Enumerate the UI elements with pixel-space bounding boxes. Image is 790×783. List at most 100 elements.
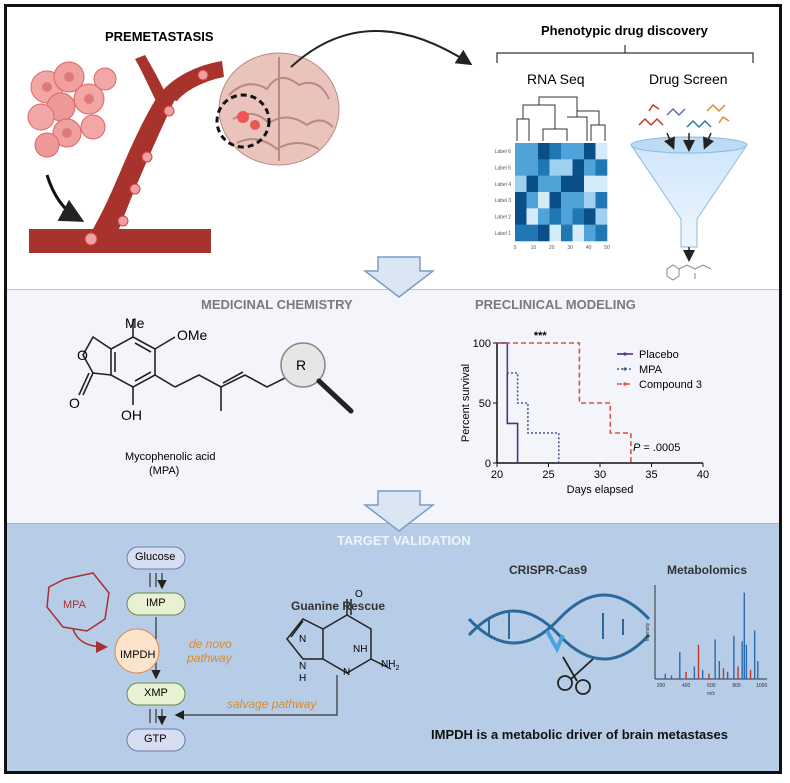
heatmap-row-label: Label 6: [495, 149, 512, 155]
heatmap-cell: [595, 208, 608, 225]
intravasation-arrow: [45, 174, 85, 222]
node-imp-label: IMP: [146, 597, 166, 609]
heatmap-cell: [572, 208, 585, 225]
heatmap-cell: [584, 224, 596, 242]
node-gtp-label: GTP: [144, 733, 167, 745]
legend-label: Compound 3: [639, 379, 702, 391]
node-xmp: [126, 682, 186, 706]
heatmap-cell: [584, 208, 596, 225]
heatmap-cell: [561, 159, 573, 176]
heatmap-cell: [526, 224, 539, 242]
chem-ome: OMe: [177, 327, 208, 343]
salvage-label: salvage pathway: [227, 697, 317, 711]
label-rnaseq: RNA Seq: [527, 71, 585, 87]
spectrum-x-tick: 400: [682, 683, 691, 689]
x-axis-label: Days elapsed: [567, 484, 634, 496]
heatmap-cell: [572, 143, 585, 160]
flow-arrow-2: [362, 490, 436, 532]
heatmap-col-tick: 50: [604, 245, 610, 251]
heatmap-cell: [561, 143, 573, 160]
series-line-placebo: [497, 342, 519, 463]
panel-chemistry-modeling: [7, 289, 779, 524]
heatmap-cell: [595, 143, 608, 160]
heatmap-cell: [549, 175, 562, 193]
y-tick-label: 0: [485, 458, 491, 470]
guanine-nh2-sub: 2: [395, 665, 400, 672]
y-tick-label: 50: [479, 398, 491, 410]
heatmap-cell: [515, 192, 527, 209]
heatmap-cell: [584, 143, 596, 160]
legend-label: MPA: [639, 364, 663, 376]
heatmap-cell: [538, 143, 550, 160]
heatmap-cell: [515, 208, 527, 225]
mpa-label: MPA: [63, 599, 87, 611]
denovo-label-1: de novo: [189, 637, 232, 651]
chem-r: R: [296, 357, 307, 373]
heatmap-row-label: Label 2: [495, 215, 512, 221]
guanine-o: O: [355, 589, 363, 600]
brain-icon: [218, 52, 340, 166]
p-symbol: P: [633, 442, 641, 454]
heatmap-cell: [572, 224, 585, 242]
drug-molecules-icon: [638, 103, 730, 129]
denovo-label-2: pathway: [187, 651, 232, 665]
heatmap-cell: [526, 175, 539, 193]
heatmap-col-tick: 20: [549, 245, 555, 251]
heatmap-cell: [538, 224, 550, 242]
chem-oh: OH: [121, 407, 142, 423]
guanine-title: Guanine Rescue: [291, 599, 386, 613]
heatmap-cell: [549, 208, 562, 225]
spectrum-x-label: m/z: [707, 691, 716, 697]
chem-o1: O: [77, 347, 88, 363]
heatmap-cell: [561, 208, 573, 225]
heatmap-cell: [584, 175, 596, 193]
heatmap-cell: [549, 192, 562, 209]
node-glucose-label: Glucose: [135, 551, 176, 563]
node-imp: [126, 592, 186, 616]
heatmap-cell: [584, 159, 596, 176]
discovery-arrow: [290, 30, 473, 68]
heatmap-col-tick: 0: [514, 245, 517, 251]
label-premetastasis: PREMETASTASIS: [105, 29, 214, 44]
rnaseq-heatmap: [515, 143, 608, 242]
scissors-icon: [557, 656, 594, 695]
dendrogram: [516, 96, 606, 141]
metabolomics-label: Metabolomics: [667, 563, 748, 577]
heatmap-cell: [549, 143, 562, 160]
spectrum-x-tick: 200: [657, 683, 666, 689]
mpa-inhibitor-shape: [46, 572, 110, 632]
significance-stars: ***: [534, 330, 548, 342]
guanine-nh: NH: [353, 644, 368, 655]
heatmap-cell: [595, 224, 608, 242]
label-medchem: MEDICINAL CHEMISTRY: [201, 297, 353, 312]
heatmap-cell: [595, 175, 608, 193]
node-xmp-label: XMP: [144, 687, 168, 699]
series-line-mpa: [497, 342, 560, 463]
p-value-annotation: P = .0005: [633, 442, 680, 454]
guanine-h: H: [299, 673, 307, 684]
heatmap-cell: [515, 159, 527, 176]
chem-abbrev: (MPA): [149, 465, 180, 477]
guanine-structure: [286, 599, 392, 674]
flow-arrow-1: [362, 256, 436, 298]
discovery-bracket: [496, 52, 754, 63]
heatmap-row-label: Label 5: [495, 166, 512, 172]
node-glucose: [126, 546, 186, 570]
crispr-label: CRISPR-Cas9: [509, 563, 588, 577]
heatmap-cell: [526, 143, 539, 160]
node-impdh: [114, 628, 160, 674]
x-tick-label: 20: [491, 469, 503, 481]
heatmap-cell: [584, 192, 596, 209]
metastasis-focus-circle: [215, 93, 271, 149]
heatmap-cell: [538, 192, 550, 209]
chem-o2: O: [69, 395, 80, 411]
conclusion-text: IMPDH is a metabolic driver of brain met…: [431, 727, 728, 742]
heatmap-cell: [595, 159, 608, 176]
guanine-n3: N: [343, 667, 351, 678]
x-tick-label: 25: [542, 469, 554, 481]
heatmap-cell: [549, 159, 562, 176]
